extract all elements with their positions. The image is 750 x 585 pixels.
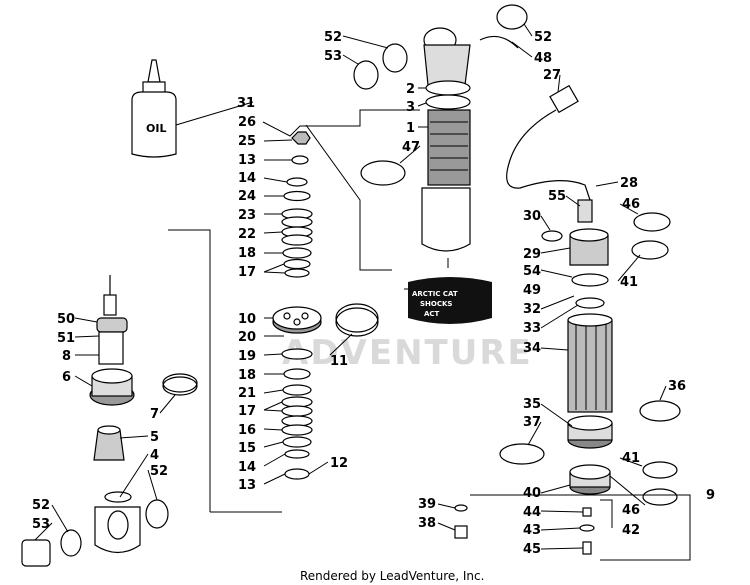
callout-41a: 41: [620, 275, 638, 290]
callout-7: 7: [150, 407, 159, 422]
oil-bottle: OIL: [131, 59, 177, 158]
callout-30: 30: [523, 209, 541, 224]
callout-11: 11: [330, 354, 348, 369]
decal-logo: ACT: [424, 310, 440, 318]
callout-23: 23: [238, 208, 256, 223]
decal-sticker-49: ARCTIC CAT SHOCKS ACT: [408, 277, 492, 324]
leader-lines: [34, 23, 667, 550]
reservoir-assembly: [454, 84, 691, 561]
callout-39: 39: [418, 497, 436, 512]
callout-37: 37: [523, 415, 541, 430]
callout-45: 45: [523, 542, 541, 557]
callout-25: 25: [238, 134, 256, 149]
callout-38: 38: [418, 516, 436, 531]
callout-43: 43: [523, 523, 541, 538]
callout-numbers: 31 26 25 13 14 24 23 22 18 17 10 20 19 1…: [32, 30, 715, 557]
callout-26: 26: [238, 115, 256, 130]
callout-4: 4: [150, 448, 159, 463]
credit-text: Rendered by LeadVenture, Inc.: [300, 569, 484, 583]
watermark-text: ADVENTURE: [282, 333, 533, 373]
decal-line1: ARCTIC CAT: [412, 290, 458, 298]
callout-44: 44: [523, 505, 541, 520]
callout-8: 8: [62, 349, 71, 364]
callout-19: 19: [238, 349, 256, 364]
callout-54: 54: [523, 264, 541, 279]
callout-50: 50: [57, 312, 75, 327]
callout-10: 10: [238, 312, 256, 327]
callout-1: 1: [406, 121, 415, 136]
callout-36: 36: [668, 379, 686, 394]
callout-24: 24: [238, 189, 256, 204]
shock-body-top: [353, 4, 528, 252]
callout-13b: 13: [238, 478, 256, 493]
callout-14b: 14: [238, 460, 256, 475]
callout-17a: 17: [238, 265, 256, 280]
callout-34: 34: [523, 341, 541, 356]
callout-9: 9: [706, 488, 715, 503]
callout-55: 55: [548, 189, 566, 204]
callout-28: 28: [620, 176, 638, 191]
callout-5: 5: [150, 430, 159, 445]
callout-3: 3: [406, 100, 415, 115]
callout-42: 42: [622, 523, 640, 538]
callout-31: 31: [237, 96, 255, 111]
callout-32: 32: [523, 302, 541, 317]
callout-15: 15: [238, 441, 256, 456]
callout-13a: 13: [238, 153, 256, 168]
callout-20: 20: [238, 330, 256, 345]
callout-29: 29: [523, 247, 541, 262]
decal-line2: SHOCKS: [420, 300, 452, 308]
callout-41b: 41: [622, 451, 640, 466]
callout-48: 48: [534, 51, 552, 66]
callout-46a: 46: [622, 197, 640, 212]
snap-ring-11: [335, 303, 379, 337]
callout-17b: 17: [238, 404, 256, 419]
callout-53a: 53: [32, 517, 50, 532]
callout-51: 51: [57, 331, 75, 346]
callout-46b: 46: [622, 503, 640, 518]
callout-27: 27: [543, 68, 561, 83]
callout-2: 2: [406, 82, 415, 97]
oil-label: OIL: [146, 122, 166, 135]
callout-40: 40: [523, 486, 541, 501]
valve-piston: [272, 306, 322, 334]
callout-6: 6: [62, 370, 71, 385]
callout-52c: 52: [324, 30, 342, 45]
callout-33: 33: [523, 321, 541, 336]
callout-47: 47: [402, 140, 420, 155]
shaft-assembly: [21, 275, 198, 567]
callout-14a: 14: [238, 171, 256, 186]
callout-53b: 53: [324, 49, 342, 64]
callout-52d: 52: [534, 30, 552, 45]
callout-49: 49: [523, 283, 541, 298]
callout-18a: 18: [238, 246, 256, 261]
callout-12: 12: [330, 456, 348, 471]
callout-52a: 52: [150, 464, 168, 479]
callout-22: 22: [238, 227, 256, 242]
callout-35: 35: [523, 397, 541, 412]
callout-18b: 18: [238, 368, 256, 383]
valve-stack-top: [281, 131, 313, 278]
callout-21: 21: [238, 386, 256, 401]
callout-52b: 52: [32, 498, 50, 513]
callout-16: 16: [238, 423, 256, 438]
